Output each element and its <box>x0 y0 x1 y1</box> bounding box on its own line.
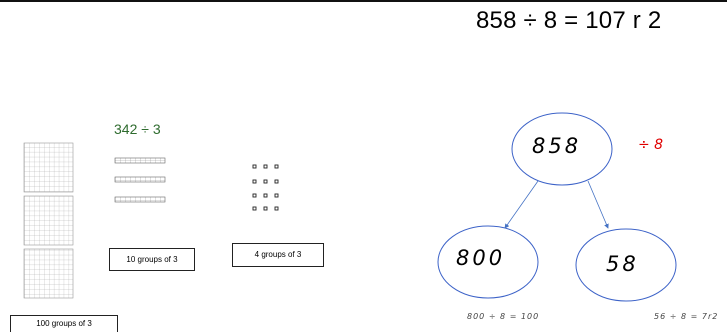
one-cube <box>253 207 256 210</box>
one-cube <box>275 165 278 168</box>
left-calc-note: 800 ÷ 8 = 100 <box>467 312 539 321</box>
one-cube <box>264 207 267 210</box>
right-calc-note: 56 ÷ 8 = 7r2 <box>654 312 718 321</box>
right-part-number: 58 <box>606 252 639 276</box>
left-part-number: 800 <box>456 246 505 270</box>
label-ones: 4 groups of 3 <box>232 243 324 267</box>
one-cube <box>253 194 256 197</box>
ten-rod <box>115 158 165 163</box>
hundred-flat <box>24 143 73 192</box>
ones-cubes <box>253 165 278 210</box>
hundreds-blocks <box>24 143 73 298</box>
one-cube <box>253 165 256 168</box>
divisor-text: ÷ 8 <box>638 137 663 153</box>
label-tens: 10 groups of 3 <box>109 248 195 271</box>
ten-rod <box>115 177 165 182</box>
divisor-label: ÷ 8 <box>638 136 663 153</box>
hundred-flat <box>24 249 73 298</box>
one-cube <box>275 194 278 197</box>
tens-rods <box>115 158 165 202</box>
whole-number: 858 <box>532 134 581 158</box>
arrow-right <box>588 181 608 228</box>
one-cube <box>264 165 267 168</box>
one-cube <box>275 180 278 183</box>
hundred-flat <box>24 196 73 245</box>
one-cube <box>264 180 267 183</box>
ten-rod <box>115 197 165 202</box>
arrow-left <box>505 181 538 228</box>
one-cube <box>275 207 278 210</box>
one-cube <box>253 180 256 183</box>
label-hundreds: 100 groups of 3 <box>10 315 118 332</box>
one-cube <box>264 194 267 197</box>
